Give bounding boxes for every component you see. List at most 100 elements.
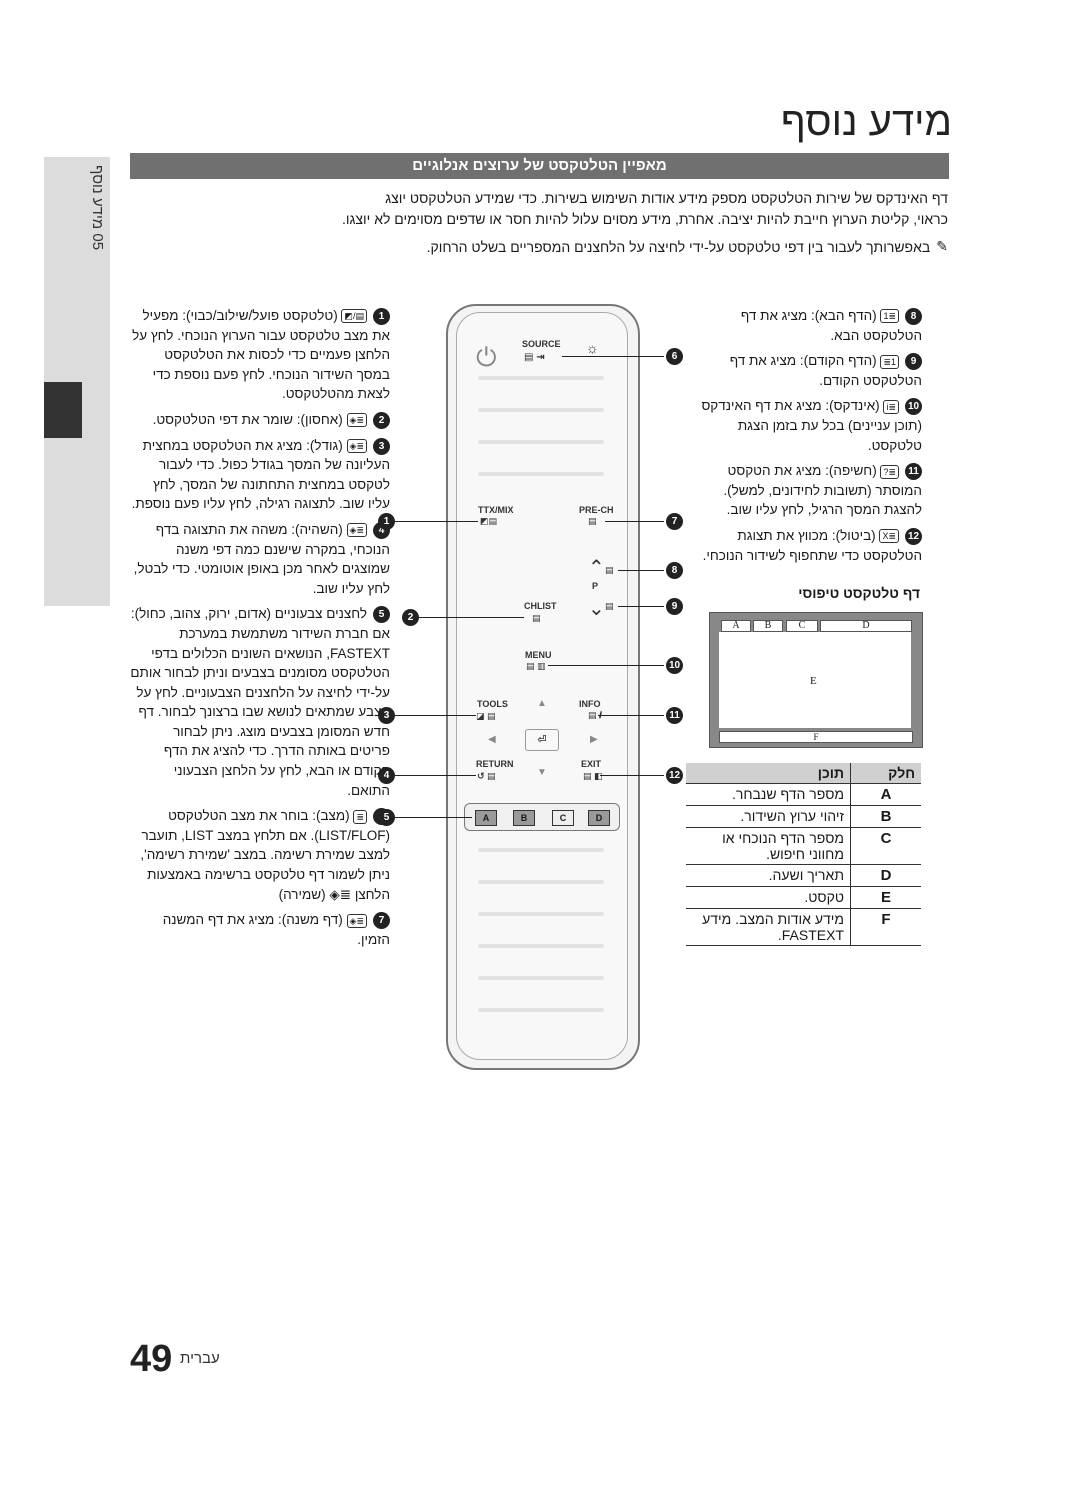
callout-number: 11 bbox=[905, 463, 922, 481]
stripe bbox=[478, 440, 604, 444]
table-header-content: תוכן bbox=[686, 763, 851, 784]
callout-number: 3 bbox=[378, 707, 395, 724]
callout-number: 6 bbox=[666, 348, 683, 365]
right-descriptions: 8≣1 (הדף הבא): מציג את דף הטלטקסט הבא.91… bbox=[686, 306, 922, 571]
chapter-tab-marker bbox=[44, 382, 82, 438]
teletext-diagram-title: דף טלטקסט טיפוסי bbox=[798, 585, 920, 601]
stripe bbox=[478, 1008, 604, 1012]
prev-page-icon: ▤ bbox=[605, 601, 614, 611]
button-icon: ≣◈ bbox=[346, 523, 367, 538]
remote-menu-label: MENU bbox=[525, 650, 552, 660]
button-icon: ≣i bbox=[883, 399, 899, 414]
pencil-icon: ✎ bbox=[936, 238, 948, 254]
callout-number: 3 bbox=[373, 437, 390, 455]
button-icon: ≣? bbox=[880, 464, 899, 479]
callout-line bbox=[388, 775, 476, 776]
button-icon: ≣1 bbox=[880, 309, 899, 324]
return-icon: ▤ ↺ bbox=[477, 771, 496, 781]
arrow-up-icon: ▲ bbox=[537, 698, 547, 709]
callout-number: 2 bbox=[373, 411, 390, 429]
table-cell-content: טקסט. bbox=[686, 886, 851, 909]
description-text: (ביטול): מכווץ את תצוגת הטלטקסט כדי שתחפ… bbox=[702, 527, 922, 563]
intro-line: כראוי, קליטת הערוץ חייבת להיות יציבה. אח… bbox=[341, 211, 948, 227]
button-icon: 1≣ bbox=[880, 354, 899, 369]
section-heading: מאפיין הטלטקסט של ערוצים אנלוגיים bbox=[130, 153, 949, 179]
table-cell-content: מספר הדף הנוכחי או מחווני חיפוש. bbox=[686, 827, 851, 865]
note-text: באפשרותך לעבור בין דפי טלטקסט על-ידי לחי… bbox=[426, 238, 931, 255]
arrow-down-icon: ▼ bbox=[537, 767, 547, 778]
chapter-tab: 05 מידע נוסף bbox=[44, 157, 110, 606]
callout-number: 10 bbox=[666, 657, 683, 674]
callout-line bbox=[388, 817, 472, 818]
intro-text: דף האינדקס של שירות הטלטקסט מספק מידע או… bbox=[118, 188, 948, 230]
callout-number: 5 bbox=[378, 809, 395, 826]
channel-down-icon: ⌄ bbox=[588, 598, 605, 620]
button-icon: ≣◈ bbox=[346, 413, 367, 428]
description-item: 91≣ (הדף הקודם): מציג את דף הטלטקסט הקוד… bbox=[686, 351, 922, 390]
remote-ttx-label: TTX/MIX bbox=[478, 505, 514, 515]
callout-number: 1 bbox=[373, 307, 390, 325]
table-cell-part: A bbox=[850, 783, 921, 806]
enter-icon: ⏎ bbox=[525, 729, 559, 751]
tools-icon: ▤ ◪ bbox=[476, 711, 496, 721]
menu-icon: ▥ ▤ bbox=[526, 661, 546, 671]
chapter-tab-label: 05 מידע נוסף bbox=[89, 165, 106, 251]
callout-line bbox=[548, 665, 664, 666]
table-cell-part: B bbox=[850, 805, 921, 828]
callout-number: 11 bbox=[666, 707, 683, 724]
callout-number: 1 bbox=[378, 513, 395, 530]
light-icon: ☼ bbox=[586, 340, 599, 356]
teletext-label-f: F bbox=[719, 731, 913, 743]
exit-icon: ◧ ▤ bbox=[583, 771, 603, 781]
callout-number: 10 bbox=[905, 398, 922, 416]
stripe bbox=[478, 472, 604, 476]
remote-chlist-label: CHLIST bbox=[524, 601, 557, 611]
left-descriptions: 1▤/◩ (טלטקסט פועל/שילוב/כבוי): מפעיל את … bbox=[130, 306, 390, 955]
callout-line bbox=[618, 570, 664, 571]
channel-up-icon: ⌃ bbox=[588, 557, 605, 579]
remote-source-label: SOURCE bbox=[522, 339, 561, 349]
remote-p-label: P bbox=[592, 581, 599, 591]
button-icon: ≣◈ bbox=[346, 913, 367, 928]
language-label: עברית bbox=[180, 1350, 220, 1367]
page-number: 49 bbox=[130, 1338, 173, 1380]
stripe bbox=[478, 848, 604, 852]
callout-number: 2 bbox=[402, 609, 419, 626]
stripe bbox=[478, 944, 604, 948]
arrow-right-icon: ▶ bbox=[590, 734, 598, 745]
remote-exit-label: EXIT bbox=[581, 759, 602, 769]
button-icon: ▤/◩ bbox=[341, 309, 367, 324]
teletext-label-a: A bbox=[721, 620, 751, 632]
stripe bbox=[478, 912, 604, 916]
teletext-label-c: C bbox=[786, 620, 818, 632]
description-text: (הדף הבא): מציג את דף הטלטקסט הבא. bbox=[740, 308, 922, 343]
callout-number: 9 bbox=[666, 598, 683, 615]
source-icons: ⇥ ▤ bbox=[524, 352, 545, 363]
chlist-icon: ▤ bbox=[532, 613, 541, 623]
prech-icon: ▤ bbox=[588, 516, 597, 526]
table-header-part: חלק bbox=[850, 763, 921, 784]
teletext-label-d: D bbox=[820, 620, 912, 632]
description-item: 6≣ (מצב): בוחר את מצב הטלטקסט (LIST/FLOF… bbox=[130, 806, 390, 904]
table-cell-content: מספר הדף שנבחר. bbox=[686, 783, 851, 806]
table-cell-content: זיהוי ערוץ השידור. bbox=[686, 805, 851, 828]
callout-number: 7 bbox=[373, 912, 390, 930]
stripe bbox=[478, 880, 604, 884]
description-item: 2≣◈ (אחסון): שומר את דפי הטלטקסט. bbox=[130, 410, 390, 430]
description-text: (אינדקס): מציג את דף האינדקס (תוכן עניינ… bbox=[701, 398, 922, 453]
intro-line: דף האינדקס של שירות הטלטקסט מספק מידע או… bbox=[385, 190, 948, 206]
ttx-icon: ▤◩ bbox=[480, 516, 498, 526]
table-cell-content: מידע אודות המצב. מידע FASTEXT. bbox=[686, 908, 851, 946]
remote-face bbox=[456, 312, 628, 1060]
page-title: מידע נוסף bbox=[780, 100, 952, 144]
description-text: (חשיפה): מציג את הטקסט המוסתר (תשובות לח… bbox=[723, 463, 922, 518]
description-item: 3≣◈ (גודל): מציג את הטלטקסט במחצית העליו… bbox=[130, 436, 390, 514]
color-button-b: B bbox=[513, 810, 535, 826]
callout-line bbox=[598, 715, 664, 716]
remote-return-label: RETURN bbox=[476, 759, 514, 769]
